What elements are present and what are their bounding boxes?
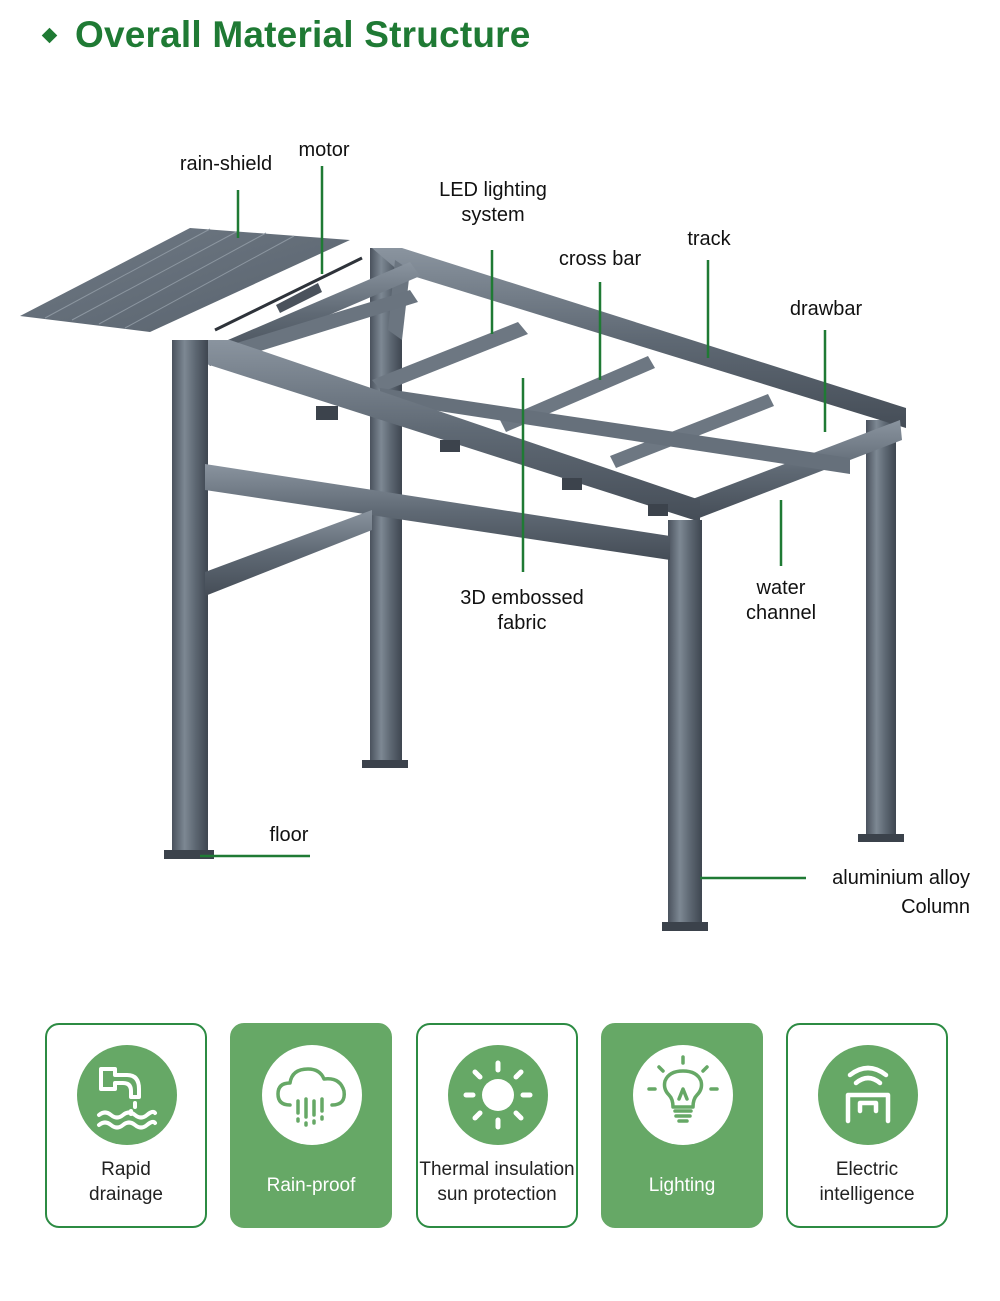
feature-label: Thermal insulation sun protection [419,1159,575,1205]
feature-card-thermal-insulation: Thermal insulation sun protection [416,1023,578,1228]
feature-card-lighting: Lighting [601,1023,763,1228]
callout-water-channel: water channel [745,577,817,624]
feature-label: Rapid drainage [89,1159,163,1205]
wireless-remote-icon [845,1065,891,1124]
callout-rain-shield: rain-shield [179,153,273,175]
rain-shield-panel [20,228,350,332]
callout-led-lighting: LED lighting system [439,179,547,226]
feature-card-rapid-drainage: Rapid drainage [45,1023,207,1228]
top-frame [200,248,906,522]
rain-cloud-icon [276,1067,346,1127]
motor-unit [214,256,363,332]
sun-icon [463,1060,533,1130]
callout-3d-fabric: 3D embossed fabric [460,587,584,634]
page-title: Overall Material Structure [75,14,531,55]
feature-card-rain-proof: Rain-proof [230,1023,392,1228]
callout-track: track [687,228,731,250]
section-header: Overall Material Structure [41,12,531,58]
pergola-structure-diagram [20,166,906,931]
callout-floor: floor [269,824,309,846]
callout-motor: motor [298,139,350,161]
feature-cards: Rapid drainage Rain-proof [45,1023,955,1233]
lower-beams [205,464,670,596]
callout-cross-bar: cross bar [558,248,642,270]
feature-label: Rain-proof [266,1175,356,1196]
feature-label: Electric intelligence [819,1159,915,1205]
drainage-icon [97,1067,157,1130]
callout-leaders [200,166,827,880]
feature-card-electric-intelligence: Electric intelligence [786,1023,948,1228]
front-columns [164,340,708,931]
feature-label: Lighting [648,1175,716,1196]
light-bulb-icon [647,1055,719,1123]
callout-aluminium-column: aluminium alloy Column [832,867,970,918]
callout-drawbar: drawbar [789,298,863,320]
